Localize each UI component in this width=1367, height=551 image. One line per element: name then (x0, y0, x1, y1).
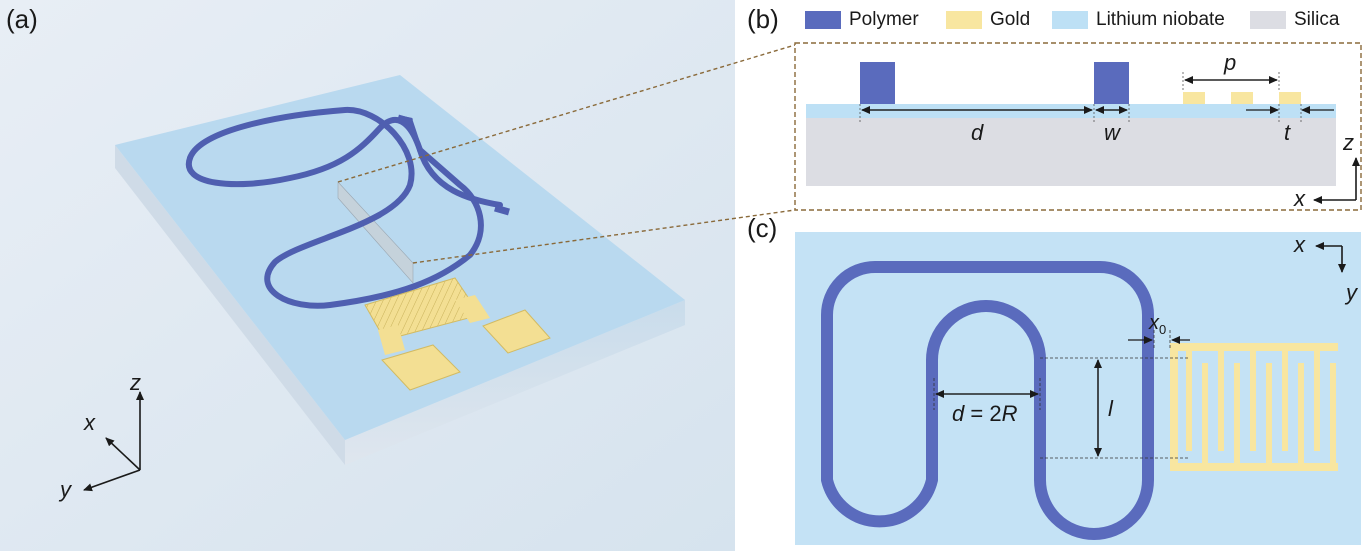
panel-c-label: (c) (747, 213, 778, 243)
panel-a-illustration: z x y (0, 0, 735, 551)
axis-b-z-label: z (1342, 130, 1354, 155)
waveguide-3d (187, 106, 484, 309)
connector-top (337, 44, 796, 183)
dim-c-x0-label: x0 (1148, 312, 1166, 337)
dim-t-label: t (1284, 120, 1291, 145)
legend-label-ln: Lithium niobate (1096, 9, 1225, 30)
panel-b-cross-section: d w p t z x (794, 42, 1362, 211)
idt-finger (1234, 363, 1240, 463)
connector-bottom (412, 209, 796, 264)
idt-finger (1314, 351, 1320, 451)
gold-finger-1 (1183, 92, 1205, 104)
gold-finger-3 (1279, 92, 1301, 104)
panel-a-label: (a) (6, 4, 38, 34)
dim-p-label: p (1223, 50, 1236, 75)
panel-c-top-view: d = 2R l x0 x y (795, 232, 1361, 545)
legend-silica: Silica (1250, 8, 1339, 32)
idt-finger (1266, 363, 1272, 463)
slab-front-face (345, 300, 685, 465)
idt-finger (1250, 351, 1256, 451)
idt-finger (1298, 363, 1304, 463)
axis-a-x (105, 437, 141, 471)
cut-plane (338, 182, 413, 283)
polymer-block-1 (860, 62, 895, 104)
idt-finger (1330, 363, 1336, 463)
legend-lithium-niobate: Lithium niobate (1052, 8, 1225, 32)
axis-a-y-label: y (58, 477, 73, 502)
legend-swatch-ln (1052, 11, 1088, 29)
axis-c-y-label: y (1344, 280, 1359, 305)
legend-gold: Gold (946, 8, 1030, 32)
idt-top-view (1170, 343, 1338, 471)
ln-layer (806, 104, 1336, 118)
gold-pad-1 (381, 344, 461, 391)
legend-polymer: Polymer (805, 8, 919, 32)
idt-finger (1218, 351, 1224, 451)
panel-c-background (795, 232, 1361, 545)
legend-swatch-polymer (805, 11, 841, 29)
axis-c-x-label: x (1293, 232, 1306, 257)
slab-left-face (115, 145, 345, 465)
legend-label-gold: Gold (990, 9, 1031, 30)
legend-swatch-gold (946, 11, 982, 29)
axis-a-z-label: z (129, 370, 141, 395)
legend-label-polymer: Polymer (849, 9, 919, 30)
legend-swatch-silica (1250, 11, 1286, 29)
axis-b-x-label: x (1293, 186, 1306, 211)
silica-layer (806, 118, 1336, 186)
gold-pad-2 (482, 309, 551, 354)
legend-label-silica: Silica (1294, 9, 1340, 30)
idt-finger (1202, 363, 1208, 463)
idt-finger (1282, 351, 1288, 451)
gold-finger-2 (1231, 92, 1253, 104)
dim-w-label: w (1104, 120, 1122, 145)
dim-c-d-label: d = 2R (952, 401, 1018, 426)
dim-c-l-label: l (1108, 396, 1114, 421)
panel-b-label: (b) (747, 4, 779, 34)
axis-a-x-label: x (83, 410, 96, 435)
polymer-block-2 (1094, 62, 1129, 104)
dim-d-label: d (971, 120, 984, 145)
axis-a-y (83, 469, 141, 492)
waveguide-top-view (821, 261, 1154, 540)
idt-finger (1186, 351, 1192, 451)
